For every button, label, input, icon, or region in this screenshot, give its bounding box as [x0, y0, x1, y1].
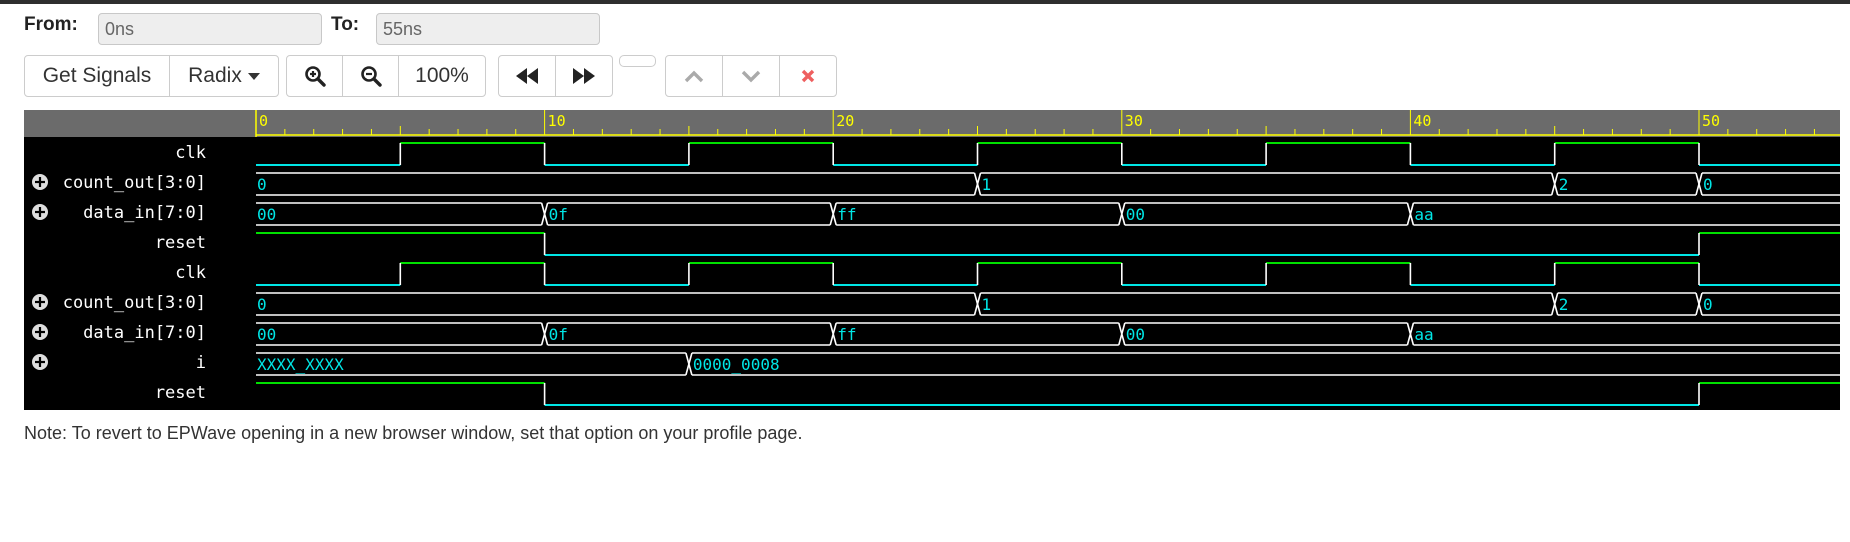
expand-signal-icon[interactable] — [32, 354, 48, 370]
bus-value-label: 2 — [1559, 295, 1569, 314]
zoom-in-button[interactable] — [286, 55, 343, 97]
search-next-button[interactable] — [722, 55, 780, 97]
bus-value-label: 0 — [1703, 175, 1713, 194]
signals-button-group: Get Signals Radix — [24, 55, 279, 97]
zoom-level-button[interactable]: 100% — [398, 55, 486, 97]
radix-dropdown[interactable]: Radix — [169, 55, 279, 97]
zoom-out-icon — [360, 66, 382, 87]
chevron-down-icon — [741, 70, 761, 83]
bus-transition — [1118, 202, 1126, 226]
expand-signal-icon[interactable] — [32, 204, 48, 220]
signal-label: reset — [155, 233, 206, 253]
ruler-tick-label: 10 — [548, 112, 566, 130]
ruler-tick-label: 30 — [1125, 112, 1143, 130]
bus-transition — [1695, 292, 1703, 316]
bus-value-label: 00 — [1126, 205, 1145, 224]
zoom-level-label: 100% — [415, 64, 469, 87]
bus-value-label: aa — [1414, 325, 1433, 344]
to-label: To: — [331, 14, 360, 35]
bus-value-label: 00 — [257, 325, 276, 344]
signal-label: data_in[7:0] — [83, 323, 206, 343]
bus-transition — [540, 202, 549, 226]
top-bar — [0, 0, 1850, 4]
bus-transition — [829, 202, 837, 226]
radix-label: Radix — [188, 64, 242, 87]
ruler-tick-label: 20 — [836, 112, 854, 130]
bus-transition — [1406, 322, 1415, 346]
signal-label: data_in[7:0] — [83, 203, 206, 223]
bus-value-label: 2 — [1559, 175, 1569, 194]
expand-signal-icon[interactable] — [32, 174, 48, 190]
bus-value-label: 0f — [549, 205, 568, 224]
bus-value-label: 1 — [982, 175, 992, 194]
signal-label: count_out[3:0] — [63, 173, 206, 193]
zoom-in-icon — [304, 66, 326, 87]
ruler-tick-label: 40 — [1413, 112, 1431, 130]
empty-search-box[interactable] — [619, 55, 656, 67]
bus-value-label: ff — [837, 205, 856, 224]
signal-label: i — [196, 353, 206, 373]
bus-value-label: 0000_0008 — [693, 355, 780, 374]
bus-value-label: XXXX_XXXX — [257, 355, 344, 374]
bus-transition — [973, 292, 982, 316]
zoom-button-group: 100% — [286, 55, 486, 97]
from-input[interactable] — [98, 13, 322, 45]
bus-transition — [1118, 322, 1126, 346]
caret-down-icon — [247, 72, 260, 80]
bus-transition — [540, 322, 549, 346]
expand-signal-icon[interactable] — [32, 294, 48, 310]
close-icon — [801, 69, 815, 83]
bus-value-label: 00 — [1126, 325, 1145, 344]
bus-transition — [1550, 172, 1559, 196]
chevron-up-icon — [684, 70, 704, 83]
signal-label: count_out[3:0] — [63, 293, 206, 313]
bus-value-label: 0 — [257, 295, 267, 314]
bus-transition — [685, 352, 693, 376]
signal-label: clk — [175, 143, 206, 163]
get-signals-button[interactable]: Get Signals — [24, 55, 170, 97]
zoom-out-button[interactable] — [342, 55, 399, 97]
bus-value-label: 00 — [257, 205, 276, 224]
bus-transition — [1695, 172, 1703, 196]
bus-value-label: 1 — [982, 295, 992, 314]
bus-transition — [973, 172, 982, 196]
bus-value-label: 0 — [257, 175, 267, 194]
ruler-tick-label: 50 — [1702, 112, 1720, 130]
search-previous-button[interactable] — [665, 55, 723, 97]
bus-value-label: aa — [1414, 205, 1433, 224]
expand-signal-icon[interactable] — [32, 324, 48, 340]
from-label: From: — [24, 14, 78, 35]
ruler-tick-label: 0 — [259, 112, 268, 130]
profile-note: Note: To revert to EPWave opening in a n… — [24, 423, 803, 443]
waveform-background — [24, 110, 1840, 410]
bus-value-label: ff — [837, 325, 856, 344]
bus-value-label: 0 — [1703, 295, 1713, 314]
clear-search-button[interactable] — [779, 55, 837, 97]
rewind-button[interactable] — [498, 55, 556, 97]
rewind-icon — [516, 68, 538, 84]
navigation-button-group — [498, 55, 613, 97]
bus-value-label: 0f — [549, 325, 568, 344]
bus-transition — [1406, 202, 1415, 226]
time-ruler-background — [24, 110, 1840, 137]
get-signals-label: Get Signals — [42, 64, 152, 87]
to-input[interactable] — [376, 13, 600, 45]
bus-transition — [829, 322, 837, 346]
signal-label: reset — [155, 383, 206, 403]
fast-forward-icon — [573, 68, 595, 84]
fast-forward-button[interactable] — [555, 55, 613, 97]
bus-transition — [1550, 292, 1559, 316]
search-button-group — [665, 55, 837, 97]
signal-label: clk — [175, 263, 206, 283]
